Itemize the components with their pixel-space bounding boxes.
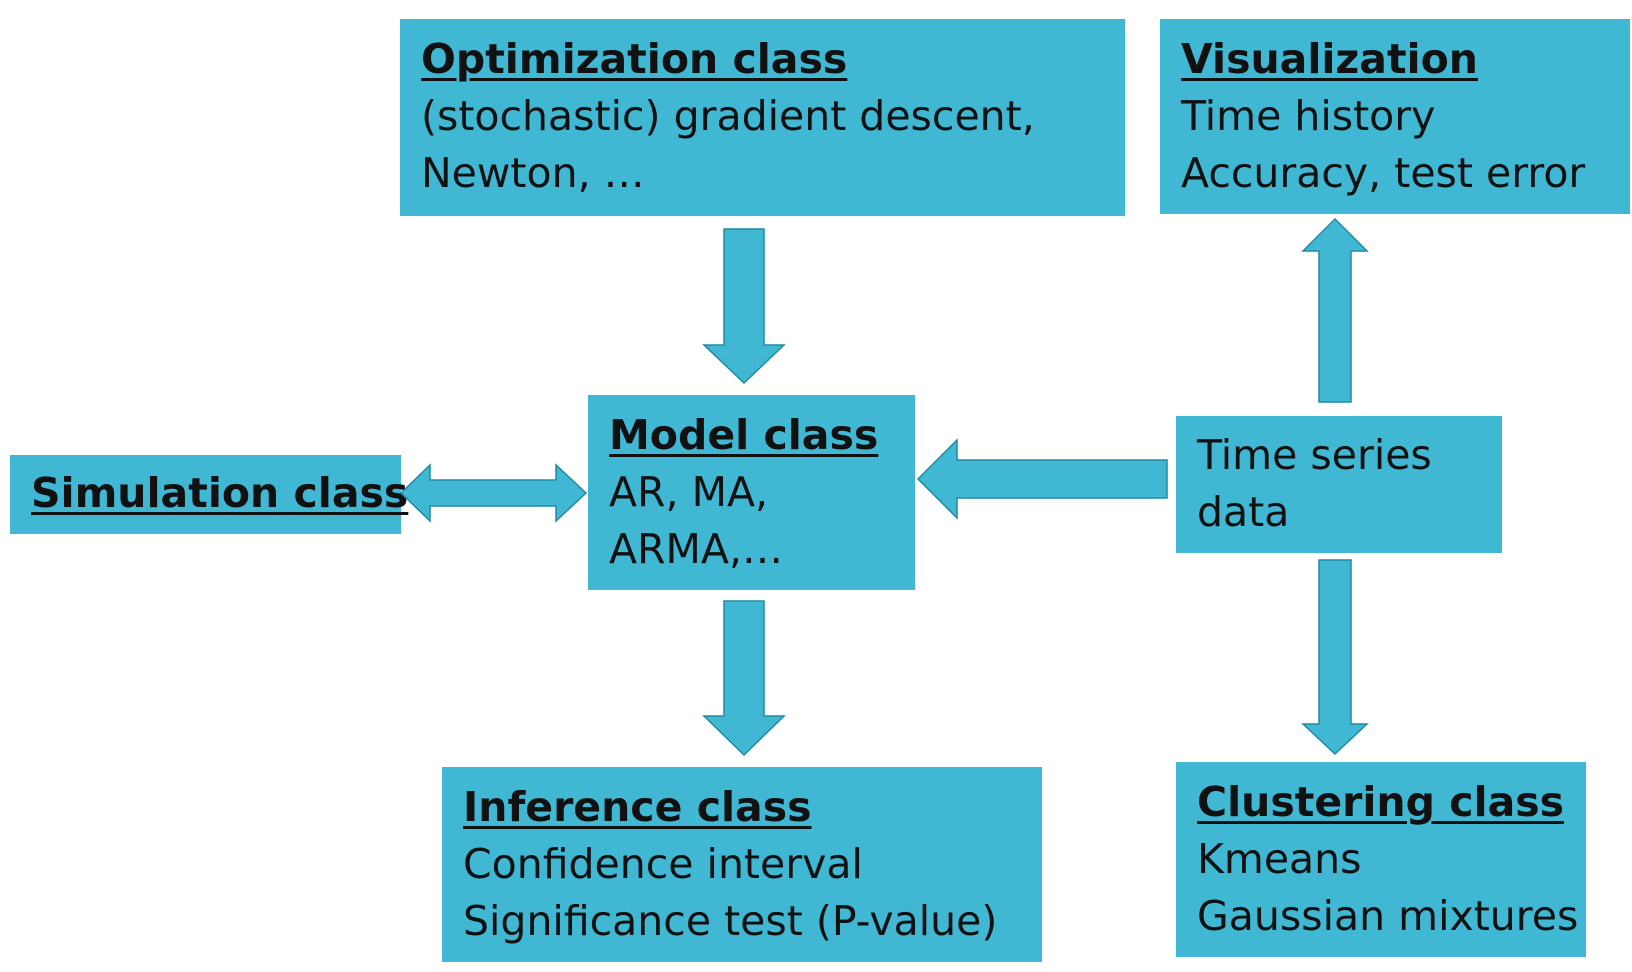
inference-class-item: Significance test (P-value) xyxy=(463,897,998,945)
clustering-class-item: Kmeans xyxy=(1197,835,1362,883)
visualization-item: Accuracy, test error xyxy=(1181,149,1586,197)
simulation-class-box: Simulation class xyxy=(10,455,409,534)
model-class-item: ARMA,… xyxy=(609,525,783,573)
optimization-class-item: (stochastic) gradient descent, xyxy=(421,92,1035,140)
clustering-class-box: Clustering class Kmeans Gaussian mixture… xyxy=(1176,762,1586,957)
optimization-class-title: Optimization class xyxy=(421,35,848,83)
inference-class-title: Inference class xyxy=(463,783,812,831)
arrow-optimization-to-model xyxy=(702,228,786,385)
visualization-item: Time history xyxy=(1181,92,1436,140)
time-series-data-box: Time series data xyxy=(1176,416,1502,553)
time-series-data-text: data xyxy=(1197,488,1290,536)
model-class-box: Model class AR, MA, ARMA,… xyxy=(588,395,915,590)
simulation-class-title: Simulation class xyxy=(31,469,409,517)
model-class-item: AR, MA, xyxy=(609,468,769,516)
visualization-box: Visualization Time history Accuracy, tes… xyxy=(1160,19,1630,214)
clustering-class-title: Clustering class xyxy=(1197,778,1565,826)
optimization-class-box: Optimization class (stochastic) gradient… xyxy=(400,19,1125,216)
arrow-timeseries-to-model xyxy=(916,438,1168,520)
model-class-title: Model class xyxy=(609,411,879,459)
clustering-class-item: Gaussian mixtures xyxy=(1197,892,1579,940)
inference-class-item: Confidence interval xyxy=(463,840,863,888)
inference-class-box: Inference class Confidence interval Sign… xyxy=(442,767,1042,962)
arrow-timeseries-to-visualization xyxy=(1301,217,1369,403)
optimization-class-item: Newton, … xyxy=(421,149,645,197)
arrow-timeseries-to-clustering xyxy=(1301,559,1369,756)
arrow-simulation-model-bidirectional xyxy=(399,463,588,523)
arrow-model-to-inference xyxy=(702,600,786,757)
visualization-title: Visualization xyxy=(1181,35,1478,83)
time-series-data-text: Time series xyxy=(1197,431,1432,479)
